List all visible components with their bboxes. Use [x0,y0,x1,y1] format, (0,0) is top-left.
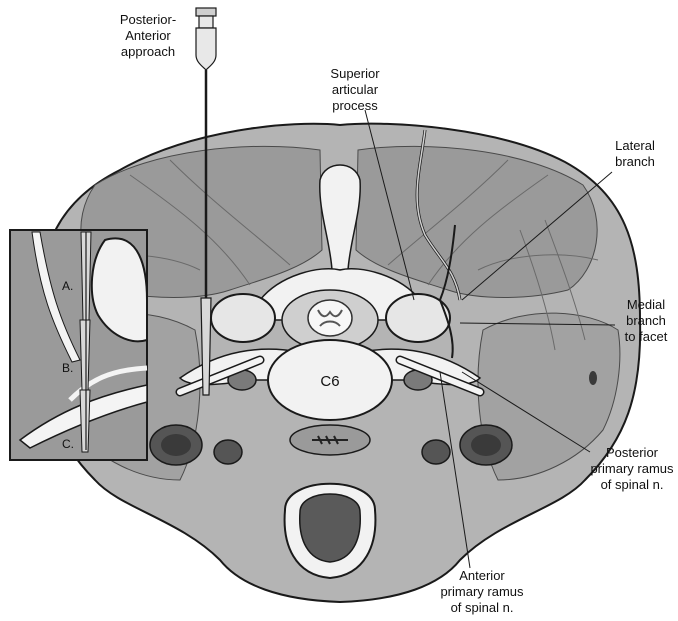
vertebra-label: C6 [320,373,339,390]
label-medial-branch: Medial branch to facet [625,297,668,344]
medial-line-2: branch [626,313,666,328]
label-approach: Posterior- Anterior approach [120,12,176,59]
needle-hub-body [196,28,216,70]
label-superior-articular: Superior articular process [330,66,380,113]
needle-hub-ring [199,16,213,28]
superior-line-1: Superior [330,66,380,81]
inset-needle-c [80,390,90,452]
posterior-line-3: of spinal n. [601,477,664,492]
medial-line-1: Medial [627,297,665,312]
inset-label-c: C. [62,437,74,451]
anterior-line-3: of spinal n. [451,600,514,615]
left-carotid-inner [161,434,191,456]
posterior-line-1: Posterior [606,445,659,460]
inset-needle-b [80,320,90,390]
anterior-line-1: Anterior [459,568,505,583]
superior-line-2: articular [332,82,379,97]
posterior-line-2: primary ramus [590,461,674,476]
superior-line-3: process [332,98,378,113]
inset-label-a: A. [62,279,73,293]
needle-tip-main [201,298,211,395]
spinal-cord [308,300,352,336]
inset-label-b: B. [62,361,73,375]
right-jugular [422,440,450,464]
trachea-inner [300,494,361,562]
label-anterior-ramus: Anterior primary ramus of spinal n. [440,568,524,615]
left-articular-process [211,294,275,342]
left-jugular [214,440,242,464]
lateral-line-2: branch [615,154,655,169]
needle-hub-cap [196,8,216,16]
lateral-line-1: Lateral [615,138,655,153]
anterior-line-2: primary ramus [440,584,524,599]
skin-marker [589,371,597,385]
right-carotid-inner [471,434,501,456]
approach-line-2: Anterior [125,28,171,43]
approach-line-3: approach [121,44,175,59]
inset-panel: A. B. C. [10,230,147,460]
label-lateral-branch: Lateral branch [615,138,655,169]
medial-line-3: to facet [625,329,668,344]
approach-line-1: Posterior- [120,12,176,27]
